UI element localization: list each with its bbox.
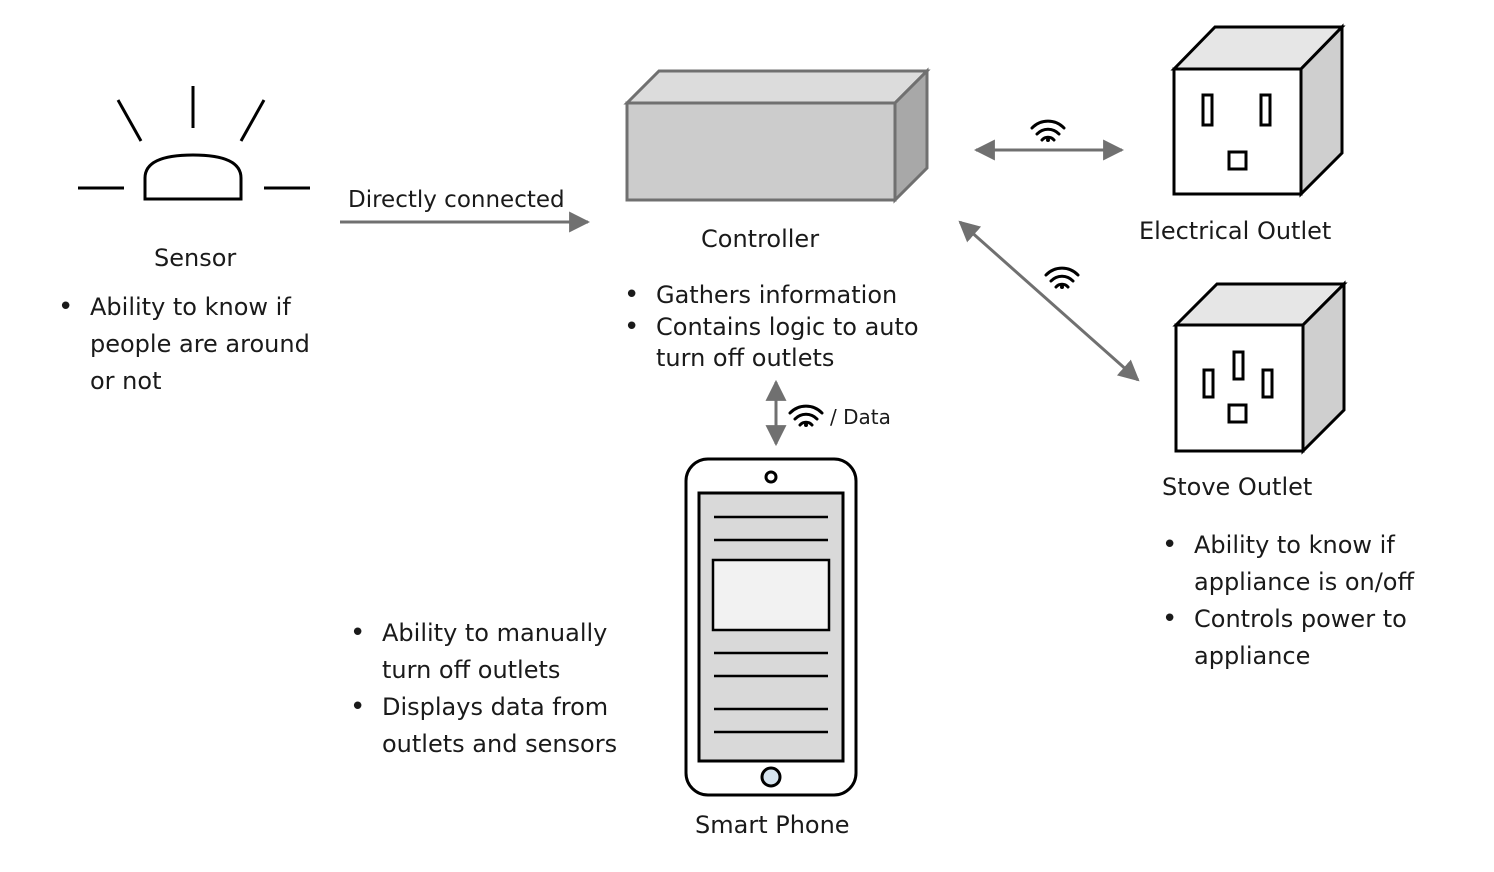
sensor-icon xyxy=(78,86,310,201)
stove-outlet-bullets: Ability to know if appliance is on/off C… xyxy=(1162,527,1432,675)
list-item: Ability to manually turn off outlets xyxy=(350,615,620,689)
sensor-controller-connection-label: Directly connected xyxy=(348,187,565,213)
controller-label: Controller xyxy=(701,225,820,253)
wifi-icon xyxy=(1044,266,1080,289)
list-item: Displays data from outlets and sensors xyxy=(350,689,620,763)
controller-to-stove-outlet-arrow xyxy=(958,220,1140,382)
wifi-icon xyxy=(1030,119,1066,142)
controller-phone-connection-label: / Data xyxy=(830,405,891,429)
list-item: Contains logic to auto turn off outlets xyxy=(624,312,924,375)
controller-bullets: Gathers information Contains logic to au… xyxy=(624,280,924,375)
list-item: Controls power to appliance xyxy=(1162,601,1432,675)
list-item: Gathers information xyxy=(624,280,924,312)
list-item: Ability to know if appliance is on/off xyxy=(1162,527,1432,601)
smart-phone-bullets: Ability to manually turn off outlets Dis… xyxy=(350,615,620,763)
sensor-label: Sensor xyxy=(154,244,237,272)
smart-phone-label: Smart Phone xyxy=(695,811,850,839)
smartphone-icon xyxy=(684,457,858,797)
electrical-outlet-label: Electrical Outlet xyxy=(1139,217,1332,245)
controller-box-icon xyxy=(623,67,931,204)
sensor-bullets: Ability to know if people are around or … xyxy=(58,289,318,400)
wifi-icon xyxy=(788,404,824,427)
stove-outlet-label: Stove Outlet xyxy=(1162,473,1313,501)
list-item: Ability to know if people are around or … xyxy=(58,289,318,400)
outlet-icon xyxy=(1170,23,1346,198)
outlet-icon xyxy=(1172,280,1348,455)
